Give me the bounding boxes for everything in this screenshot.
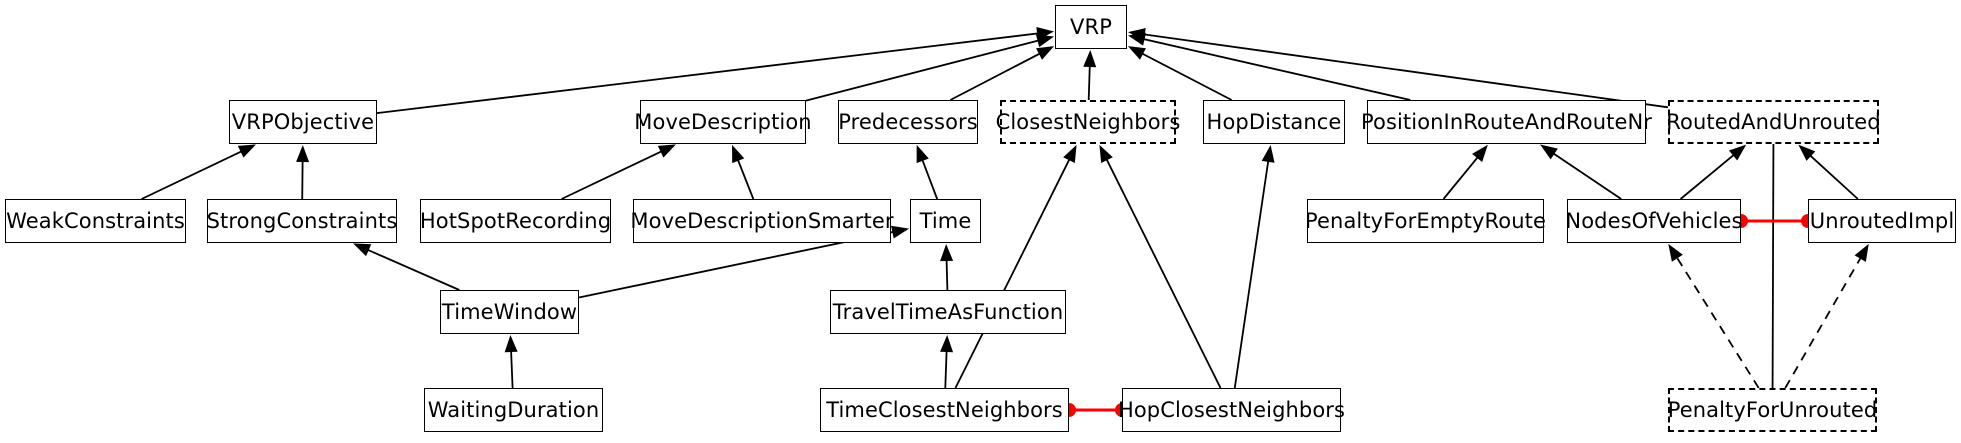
class-node-timeclosestneighbors[interactable]: TimeClosestNeighbors bbox=[820, 388, 1069, 432]
arrowhead-timeclosestneighbors-to-closestneighbors bbox=[1063, 144, 1077, 164]
arrowhead-penaltyforunrouted-to-nodesofvehicles bbox=[1668, 243, 1683, 262]
arrowhead-movedescription-to-vrp bbox=[1035, 34, 1055, 48]
edge-hotspotrecording-to-movedescription bbox=[561, 150, 663, 200]
class-node-penaltyforunrouted[interactable]: PenaltyForUnrouted bbox=[1668, 388, 1877, 432]
class-node-routedandunrouted[interactable]: RoutedAndUnrouted bbox=[1666, 100, 1881, 144]
class-node-unroutedimpl[interactable]: UnroutedImpl bbox=[1808, 199, 1956, 243]
arrowhead-unroutedimpl-to-routedandunrouted bbox=[1798, 144, 1816, 161]
edge-routedandunrouted-to-vrp bbox=[1142, 33, 1669, 109]
class-node-label: TravelTimeAsFunction bbox=[832, 299, 1064, 324]
edge-timeclosestneighbors-to-traveltimeasfunction bbox=[944, 349, 948, 389]
class-node-label: ClosestNeighbors bbox=[995, 109, 1181, 134]
class-node-vrpobjective[interactable]: VRPObjective bbox=[229, 100, 377, 144]
edge-unroutedimpl-to-routedandunrouted bbox=[1808, 154, 1859, 200]
edge-closestneighbors-to-vrp bbox=[1087, 64, 1091, 101]
edge-traveltimeasfunction-to-time bbox=[945, 258, 949, 291]
class-node-label: NodesOfVehicles bbox=[1565, 208, 1743, 233]
arrowhead-weakconstraints-to-vrpobjective bbox=[237, 144, 256, 158]
class-node-label: Predecessors bbox=[838, 109, 978, 134]
class-node-label: StrongConstraints bbox=[206, 208, 398, 233]
class-node-hopclosestneighbors[interactable]: HopClosestNeighbors bbox=[1118, 388, 1345, 432]
class-node-waitingduration[interactable]: WaitingDuration bbox=[424, 388, 603, 432]
class-node-label: VRPObjective bbox=[231, 109, 375, 134]
edge-movedescriptionsmarter-to-movedescription bbox=[736, 158, 755, 200]
arrowhead-closestneighbors-to-vrp bbox=[1083, 49, 1097, 68]
class-node-hotspotrecording[interactable]: HotSpotRecording bbox=[420, 199, 611, 243]
class-node-weakconstraints[interactable]: WeakConstraints bbox=[5, 199, 186, 243]
edge-weakconstraints-to-vrpobjective bbox=[141, 150, 243, 200]
arrowhead-timewindow-to-time bbox=[891, 225, 910, 239]
arrowhead-nodesofvehicles-to-routedandunrouted bbox=[1728, 144, 1747, 161]
edge-nodesofvehicles-to-routedandunrouted bbox=[1679, 153, 1736, 200]
arrowhead-penaltyforemptyroute-to-positioninrouteandroutenr bbox=[1472, 144, 1488, 163]
arrowhead-nodesofvehicles-to-positioninrouteandroutenr bbox=[1540, 144, 1558, 160]
edge-penaltyforunrouted-to-routedandunrouted bbox=[1771, 143, 1775, 389]
edge-waitingduration-to-timewindow bbox=[510, 349, 514, 389]
class-node-nodesofvehicles[interactable]: NodesOfVehicles bbox=[1565, 199, 1743, 243]
class-node-vrp[interactable]: VRP bbox=[1055, 5, 1127, 49]
class-node-closestneighbors[interactable]: ClosestNeighbors bbox=[996, 100, 1180, 144]
class-node-traveltimeasfunction[interactable]: TravelTimeAsFunction bbox=[830, 290, 1066, 334]
arrowhead-predecessors-to-vrp bbox=[1036, 46, 1055, 60]
class-node-label: PositionInRouteAndRouteNr bbox=[1360, 109, 1653, 134]
edge-positioninrouteandroutenr-to-vrp bbox=[1142, 37, 1411, 101]
arrowhead-routedandunrouted-to-vrp bbox=[1127, 28, 1146, 41]
arrowhead-timeclosestneighbors-to-traveltimeasfunction bbox=[940, 334, 954, 353]
class-node-label: WeakConstraints bbox=[6, 208, 185, 233]
edge-hopclosestneighbors-to-closestneighbors bbox=[1105, 157, 1222, 389]
arrowhead-timewindow-to-strongconstraints bbox=[353, 243, 372, 257]
arrowhead-penaltyforunrouted-to-unroutedimpl bbox=[1854, 243, 1869, 262]
edge-vrpobjective-to-vrp bbox=[376, 32, 1040, 114]
class-node-label: UnroutedImpl bbox=[1809, 208, 1955, 233]
class-node-label: PenaltyForEmptyRoute bbox=[1305, 208, 1546, 233]
edge-hopclosestneighbors-to-hopdistance bbox=[1233, 159, 1270, 389]
arrowhead-movedescriptionsmarter-to-movedescription bbox=[732, 144, 745, 164]
arrowhead-hopclosestneighbors-to-hopdistance bbox=[1261, 144, 1275, 163]
arrowhead-traveltimeasfunction-to-time bbox=[940, 243, 954, 262]
arrowhead-hopclosestneighbors-to-closestneighbors bbox=[1099, 144, 1113, 164]
edge-hopdistance-to-vrp bbox=[1140, 52, 1233, 101]
class-node-hopdistance[interactable]: HopDistance bbox=[1203, 100, 1345, 144]
class-node-label: MoveDescription bbox=[634, 109, 812, 134]
arrowhead-strongconstraints-to-vrpobjective bbox=[296, 144, 310, 163]
class-node-label: MoveDescriptionSmarter bbox=[630, 208, 894, 233]
class-node-timewindow[interactable]: TimeWindow bbox=[440, 290, 579, 334]
class-node-time[interactable]: Time bbox=[910, 199, 981, 243]
edge-predecessors-to-vrp bbox=[949, 52, 1042, 101]
class-node-movedescriptionsmarter[interactable]: MoveDescriptionSmarter bbox=[630, 199, 894, 243]
arrowhead-hotspotrecording-to-movedescription bbox=[657, 144, 676, 158]
arrowhead-waitingduration-to-timewindow bbox=[504, 334, 518, 353]
edge-penaltyforunrouted-to-nodesofvehicles bbox=[1675, 256, 1760, 389]
class-node-label: RoutedAndUnrouted bbox=[1666, 109, 1881, 134]
class-node-label: PenaltyForUnrouted bbox=[1667, 397, 1878, 422]
class-node-label: HopClosestNeighbors bbox=[1117, 397, 1346, 422]
class-node-label: HotSpotRecording bbox=[419, 208, 612, 233]
edge-timeclosestneighbors-to-closestneighbors bbox=[954, 157, 1071, 389]
class-node-predecessors[interactable]: Predecessors bbox=[838, 100, 978, 144]
edge-nodesofvehicles-to-positioninrouteandroutenr bbox=[1552, 152, 1622, 200]
edge-time-to-predecessors bbox=[921, 158, 939, 200]
arrowhead-time-to-predecessors bbox=[916, 144, 929, 164]
class-node-label: HopDistance bbox=[1206, 109, 1342, 134]
edge-timewindow-to-strongconstraints bbox=[366, 248, 460, 291]
class-node-strongconstraints[interactable]: StrongConstraints bbox=[207, 199, 397, 243]
class-node-label: WaitingDuration bbox=[427, 397, 600, 422]
class-node-label: TimeWindow bbox=[441, 299, 578, 324]
edge-movedescription-to-vrp bbox=[805, 39, 1040, 102]
class-node-penaltyforemptyroute[interactable]: PenaltyForEmptyRoute bbox=[1305, 199, 1546, 243]
class-node-label: TimeClosestNeighbors bbox=[826, 397, 1063, 422]
arrowhead-hopdistance-to-vrp bbox=[1127, 46, 1146, 60]
class-node-label: Time bbox=[919, 208, 972, 233]
class-node-positioninrouteandroutenr[interactable]: PositionInRouteAndRouteNr bbox=[1361, 100, 1652, 144]
class-node-movedescription[interactable]: MoveDescription bbox=[634, 100, 812, 144]
edge-penaltyforemptyroute-to-positioninrouteandroutenr bbox=[1442, 155, 1480, 200]
class-node-label: VRP bbox=[1070, 14, 1112, 39]
